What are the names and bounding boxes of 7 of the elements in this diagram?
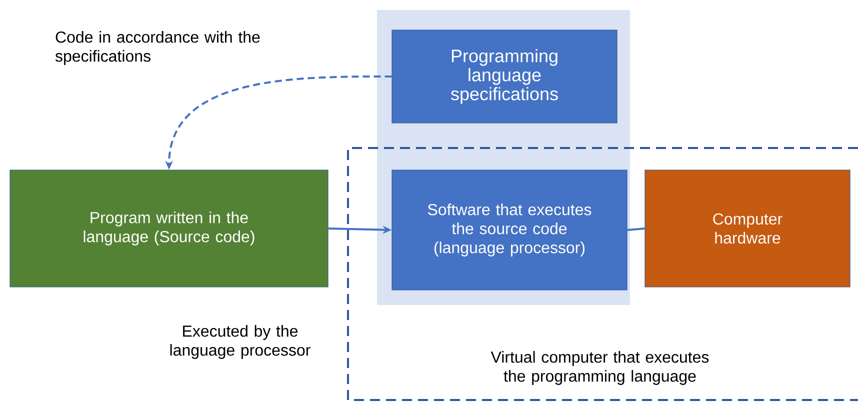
process-box: Program written in the language (Source code)	[10, 170, 328, 288]
edge-label: Code in accordance with the specifications	[55, 31, 260, 65]
note-text: Executed by the language processor	[170, 325, 310, 359]
process-box: Software that executes the source code (language processor)	[392, 170, 628, 290]
process-box: Computer hardware	[644, 170, 850, 288]
frame-label: Virtual computer that executes the programming language	[490, 351, 709, 385]
process-box: Programming language specifications	[392, 30, 618, 124]
